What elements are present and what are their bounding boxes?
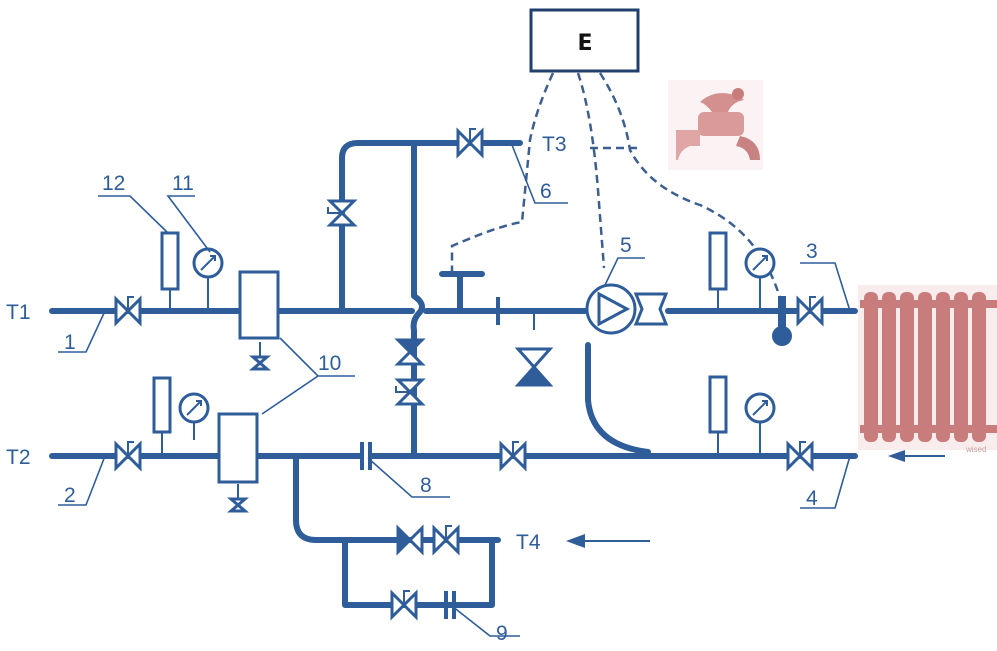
valves bbox=[114, 127, 824, 621]
valve-1-icon bbox=[114, 295, 142, 327]
leader-10 bbox=[261, 337, 355, 415]
thermometer-icon bbox=[708, 375, 728, 434]
label-t2: T2 bbox=[6, 446, 31, 469]
flange-8 bbox=[360, 442, 372, 470]
flange-9 bbox=[444, 591, 456, 619]
mixing-curve-pipe bbox=[585, 342, 651, 455]
valve-2-icon bbox=[114, 440, 142, 472]
arrow-left-icon bbox=[566, 534, 650, 548]
leader-1 bbox=[58, 310, 106, 353]
valve-t4-icon bbox=[432, 524, 460, 556]
valve-loop-icon bbox=[390, 589, 418, 621]
control-line-sensor bbox=[598, 72, 782, 299]
leader-3 bbox=[800, 262, 851, 312]
flanges bbox=[360, 297, 500, 619]
gauge-stems-supply bbox=[169, 278, 761, 311]
radiator-watermark: wised bbox=[965, 445, 986, 454]
callout-2: 2 bbox=[64, 484, 76, 507]
callout-5: 5 bbox=[620, 234, 632, 257]
leader-4 bbox=[800, 455, 851, 509]
return-arrow-icon bbox=[888, 450, 945, 462]
pressure-gauge-icon bbox=[744, 392, 776, 424]
filter-supply bbox=[238, 270, 280, 340]
pipes bbox=[49, 140, 858, 608]
temperature-sensor-icon bbox=[772, 296, 792, 346]
thermometers bbox=[152, 231, 728, 434]
callout-3: 3 bbox=[806, 240, 818, 263]
leader-8 bbox=[367, 457, 450, 498]
makeup-pipe-loop bbox=[342, 537, 495, 608]
controller-e: E bbox=[529, 8, 640, 73]
callout-9: 9 bbox=[496, 622, 508, 645]
pressure-gauge-icon bbox=[178, 392, 210, 424]
control-lines bbox=[450, 72, 782, 299]
check-valve-t4-icon bbox=[396, 524, 424, 556]
dhw-branch-pipe bbox=[339, 140, 523, 314]
bypass-vertical-pipe bbox=[410, 140, 425, 459]
valve-3-icon bbox=[796, 295, 824, 327]
leader-11 bbox=[166, 195, 211, 253]
callout-6: 6 bbox=[540, 180, 552, 203]
callout-4: 4 bbox=[806, 487, 818, 510]
valve-bypass-icon bbox=[394, 378, 426, 406]
radiator-icon: wised bbox=[858, 285, 997, 454]
valve-dhw-vertical-icon bbox=[326, 199, 358, 227]
thermometer-icon bbox=[708, 231, 728, 291]
valve-actuator bbox=[439, 271, 485, 314]
valve-4-icon bbox=[786, 440, 814, 472]
leader-2 bbox=[58, 455, 106, 506]
pressure-gauge-icon bbox=[744, 247, 776, 279]
filters bbox=[217, 270, 280, 484]
callout-leaders bbox=[58, 144, 851, 637]
filter-return bbox=[217, 412, 259, 484]
callout-1: 1 bbox=[64, 331, 76, 354]
pump-icon bbox=[585, 283, 669, 335]
label-t3: T3 bbox=[542, 133, 567, 156]
controller-label: E bbox=[577, 31, 592, 56]
thermometer-icon bbox=[160, 231, 180, 291]
control-line-pump bbox=[576, 72, 606, 269]
callout-12: 12 bbox=[102, 172, 125, 195]
check-valve-icon bbox=[394, 338, 426, 366]
controller-box bbox=[529, 8, 640, 73]
valve-return-mid-icon bbox=[499, 440, 527, 472]
input-labels: T1 T2 T3 T4 bbox=[6, 133, 567, 554]
leader-9 bbox=[451, 605, 520, 637]
valve-t3-icon bbox=[456, 127, 484, 159]
drain-valve-filter-1-icon bbox=[248, 355, 272, 371]
drain-valve-filter-2-icon bbox=[226, 497, 250, 513]
gauge-stems-return bbox=[161, 420, 761, 456]
water-tap-icon bbox=[668, 80, 763, 170]
pressure-gauge-icon bbox=[192, 247, 224, 279]
callout-8: 8 bbox=[420, 474, 432, 497]
leader-6 bbox=[511, 144, 568, 204]
label-t4: T4 bbox=[516, 531, 541, 554]
thermometer-icon bbox=[152, 376, 172, 434]
callout-10: 10 bbox=[318, 352, 341, 375]
label-t1: T1 bbox=[6, 301, 31, 324]
control-line-valve bbox=[450, 72, 555, 272]
callout-numbers: 1 2 3 4 5 6 8 9 10 11 12 bbox=[64, 172, 818, 645]
control-valve-icon bbox=[514, 347, 554, 387]
leader-12 bbox=[98, 195, 169, 234]
leader-5 bbox=[604, 257, 645, 286]
actuator-stem bbox=[439, 271, 485, 314]
callout-11: 11 bbox=[172, 172, 194, 195]
makeup-pipe-top bbox=[293, 455, 501, 543]
pressure-gauges bbox=[178, 247, 776, 424]
